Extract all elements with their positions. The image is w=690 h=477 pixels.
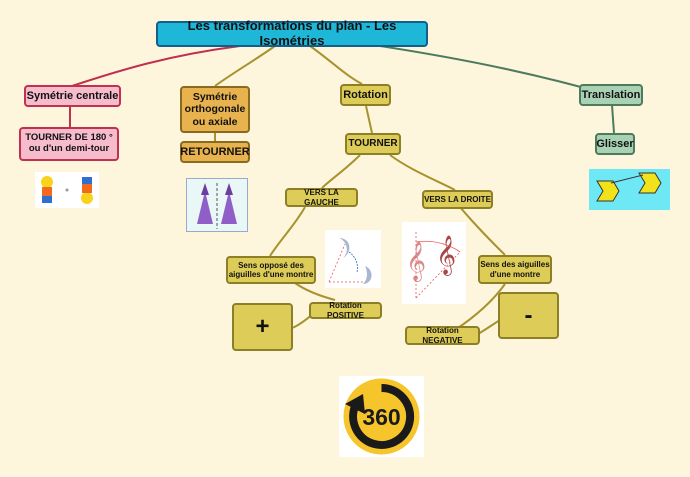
link-droite-desc	[459, 206, 506, 256]
vers-la-gauche-label: VERS LA GAUCHE	[304, 188, 339, 207]
root-title-node[interactable]: Les transformations du plan - Les Isomét…	[156, 18, 428, 48]
vers-la-gauche-node[interactable]: VERS LA GAUCHE	[285, 188, 358, 207]
link-rotation-detail	[365, 105, 373, 134]
rotation-left-moon-image	[325, 230, 381, 288]
link-root-rotation	[309, 45, 363, 85]
vers-la-droite-label: VERS LA DROITE	[424, 194, 491, 204]
rotation-negative-label: Rotation NEGATIVE	[422, 326, 463, 345]
rotation-label: Rotation	[343, 88, 388, 101]
symetrie-centrale-label: Symétrie centrale	[26, 89, 119, 102]
rotation-positive-label: Rotation POSITIVE	[327, 301, 364, 320]
rotation-right-clef-image: 𝄞 𝄞	[402, 222, 466, 304]
minus-sign-node[interactable]: -	[498, 292, 559, 339]
glisser-node[interactable]: Glisser	[595, 133, 635, 155]
symetrie-axiale-label: Symétrie orthogonale ou axiale	[184, 91, 246, 128]
link-negative-sign	[477, 319, 501, 335]
translation-node[interactable]: Translation	[579, 84, 643, 106]
vers-la-droite-node[interactable]: VERS LA DROITE	[422, 190, 493, 209]
link-root-symetrie-centrale	[71, 45, 241, 87]
sens-aiguilles-label: Sens des aiguilles d'une montre	[480, 260, 550, 279]
symetrie-centrale-detail-node[interactable]: TOURNER DE 180 ° ou d'un demi-tour	[19, 127, 119, 161]
symetrie-centrale-detail: TOURNER DE 180 ° ou d'un demi-tour	[25, 132, 113, 154]
symetrie-centrale-node[interactable]: Symétrie centrale	[24, 85, 121, 107]
link-root-symetrie-axiale	[214, 45, 276, 87]
bart-simpson-image	[35, 172, 99, 208]
tourner-node[interactable]: TOURNER	[345, 133, 401, 155]
translation-label: Translation	[581, 88, 641, 101]
sens-oppose-node[interactable]: Sens opposé des aiguilles d'une montre	[226, 256, 316, 284]
translation-arrows-image	[589, 169, 670, 210]
link-gauche-desc	[269, 206, 306, 257]
sens-aiguilles-node[interactable]: Sens des aiguilles d'une montre	[478, 255, 552, 284]
rotation-positive-node[interactable]: Rotation POSITIVE	[309, 301, 382, 320]
rotation-negative-node[interactable]: Rotation NEGATIVE	[405, 326, 480, 345]
plus-sign: +	[255, 313, 270, 341]
glisser-label: Glisser	[596, 137, 634, 150]
link-root-translation	[379, 45, 611, 96]
plus-sign-node[interactable]: +	[232, 303, 293, 351]
root-title: Les transformations du plan - Les Isomét…	[187, 18, 397, 48]
rotation-node[interactable]: Rotation	[340, 84, 391, 106]
wizard-reflection-image	[186, 178, 248, 232]
link-translation-detail	[611, 104, 615, 134]
symetrie-axiale-detail-node[interactable]: RETOURNER	[180, 141, 250, 163]
rotation-360-icon: 360	[339, 376, 424, 457]
symetrie-axiale-detail: RETOURNER	[180, 145, 250, 158]
link-tourner-gauche	[321, 154, 361, 189]
svg-text:𝄞: 𝄞	[436, 235, 456, 276]
minus-sign: -	[524, 301, 533, 329]
icon-360-text: 360	[362, 404, 400, 430]
tourner-label: TOURNER	[348, 138, 398, 150]
sens-oppose-label: Sens opposé des aiguilles d'une montre	[228, 260, 314, 279]
symetrie-axiale-node[interactable]: Symétrie orthogonale ou axiale	[180, 86, 250, 133]
link-tourner-droite	[389, 154, 456, 191]
